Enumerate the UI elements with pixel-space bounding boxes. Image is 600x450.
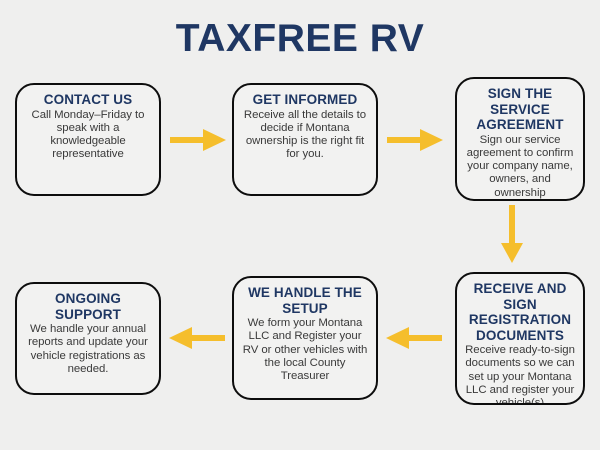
arrow-left-icon-receive-to-setup xyxy=(386,324,442,352)
step-body-sign-service-agreement: Sign our service agreement to confirm yo… xyxy=(466,133,574,199)
step-box-receive-and-sign-registration-documents: RECEIVE AND SIGN REGISTRATION DOCUMENTS … xyxy=(455,272,585,405)
step-body-get-informed: Receive all the details to decide if Mon… xyxy=(243,108,367,161)
arrow-down-icon-sign-to-receive xyxy=(500,205,524,263)
step-heading-receive-and-sign-registration-documents: RECEIVE AND SIGN REGISTRATION DOCUMENTS xyxy=(468,281,572,343)
step-heading-get-informed: GET INFORMED xyxy=(252,92,358,107)
step-box-sign-service-agreement: SIGN THE SERVICE AGREEMENT Sign our serv… xyxy=(455,77,585,201)
step-body-we-handle-the-setup: We form your Montana LLC and Register yo… xyxy=(242,317,368,383)
arrow-left-icon-setup-to-support xyxy=(169,324,225,352)
step-heading-contact-us: CONTACT US xyxy=(43,92,133,107)
step-heading-ongoing-support: ONGOING SUPPORT xyxy=(55,291,121,322)
step-body-ongoing-support: We handle your annual reports and update… xyxy=(28,323,148,375)
step-box-ongoing-support: ONGOING SUPPORT We handle your annual re… xyxy=(15,282,161,395)
step-box-get-informed: GET INFORMED Receive all the details to … xyxy=(232,83,378,196)
step-body-contact-us: Call Monday–Friday to speak with a knowl… xyxy=(31,108,145,161)
arrow-right-icon-contact-to-informed xyxy=(170,126,226,154)
step-body-receive-and-sign-registration-documents: Receive ready-to-sign documents so we ca… xyxy=(465,344,575,405)
step-heading-sign-service-agreement: SIGN THE SERVICE AGREEMENT xyxy=(476,86,564,132)
page-title: TAXFREE RV xyxy=(175,17,425,60)
step-box-contact-us: CONTACT US Call Monday–Friday to speak w… xyxy=(15,83,161,196)
arrow-right-icon-informed-to-sign xyxy=(387,126,443,154)
step-heading-we-handle-the-setup: WE HANDLE THE SETUP xyxy=(248,285,362,316)
step-box-we-handle-the-setup: WE HANDLE THE SETUP We form your Montana… xyxy=(232,276,378,400)
